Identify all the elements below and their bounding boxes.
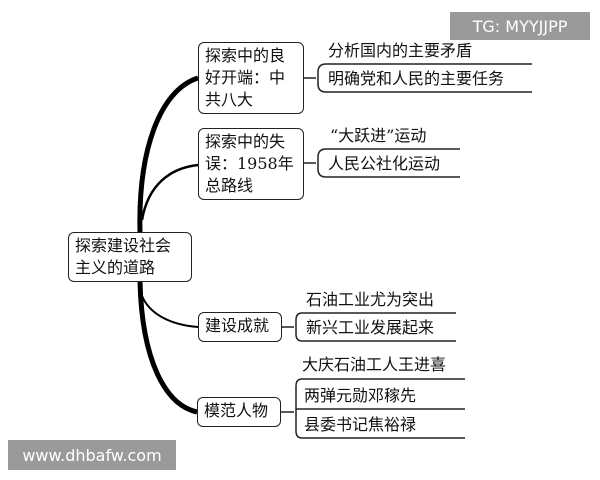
leaf-item: 两弹元勋邓稼先 [304,386,417,405]
branch-4-line: 模范人物 [204,401,269,420]
watermark-top: TG: MYYJJPP [450,12,590,40]
leaf-item: 明确党和人民的主要任务 [328,69,505,88]
leaf-item: 新兴工业发展起来 [306,318,435,337]
branch-node-2: 探索中的失 误：1958年 总路线 [198,128,304,200]
root-node: 探索建设社会 主义的道路 [68,232,192,282]
branch-1-line: 共八大 [205,90,254,109]
root-line-1: 探索建设社会 [75,236,172,255]
watermark-bottom: www.dhbafw.com [8,440,176,470]
leaf-item: 县委书记焦裕禄 [304,415,417,434]
branch-node-3: 建设成就 [198,312,282,342]
leaf-item: 人民公社化运动 [328,154,441,173]
branch-node-1: 探索中的良 好开端：中 共八大 [198,42,304,114]
leaf-item: 分析国内的主要矛盾 [328,41,473,60]
leaf-item: 大庆石油工人王进喜 [302,355,447,374]
leaf-item: 石油工业尤为突出 [306,290,435,309]
branch-1-line: 好开端：中 [205,68,286,87]
leaf-item: “大跃进”运动 [330,126,427,145]
branch-2-line: 误：1958年 [205,154,294,173]
root-line-2: 主义的道路 [75,258,156,277]
branch-2-line: 总路线 [205,176,254,195]
branch-node-4: 模范人物 [197,397,281,427]
branch-2-line: 探索中的失 [205,132,286,151]
branch-1-line: 探索中的良 [205,46,286,65]
branch-3-line: 建设成就 [205,316,270,335]
